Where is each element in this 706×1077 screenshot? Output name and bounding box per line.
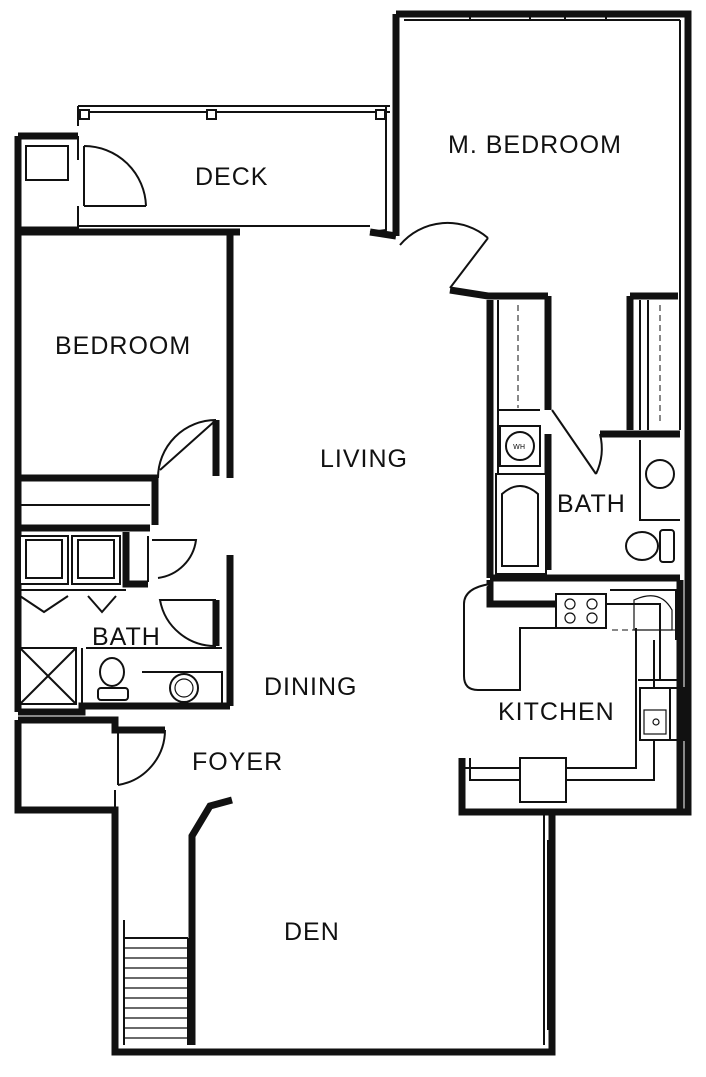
kitchen-fixtures — [462, 583, 685, 803]
room-label-dining: DINING — [264, 673, 358, 701]
window-marks — [547, 690, 685, 1030]
room-label-hall-bath: BATH — [92, 623, 161, 651]
stairs — [123, 920, 189, 1045]
doors — [117, 221, 603, 786]
room-label-master-bedroom: M. BEDROOM — [448, 131, 622, 159]
hall-bath-fixtures — [19, 647, 223, 712]
exterior-walls — [14, 10, 692, 1056]
room-label-master-bath: BATH — [557, 490, 626, 518]
room-label-foyer: FOYER — [192, 748, 283, 776]
storage-closet — [25, 136, 147, 230]
room-label-den: DEN — [284, 918, 340, 946]
interior-walls — [18, 225, 684, 1045]
water-heater-label: WH — [513, 443, 525, 451]
master-bath-fixtures: WH — [495, 425, 680, 575]
deck-railing — [79, 14, 607, 120]
room-label-kitchen: KITCHEN — [498, 698, 615, 726]
room-label-bedroom: BEDROOM — [55, 332, 191, 360]
room-label-deck: DECK — [195, 163, 268, 191]
room-labels: DECK M. BEDROOM BEDROOM LIVING BATH BATH… — [55, 131, 626, 946]
room-label-living: LIVING — [320, 445, 408, 473]
washer-dryer — [18, 535, 126, 614]
